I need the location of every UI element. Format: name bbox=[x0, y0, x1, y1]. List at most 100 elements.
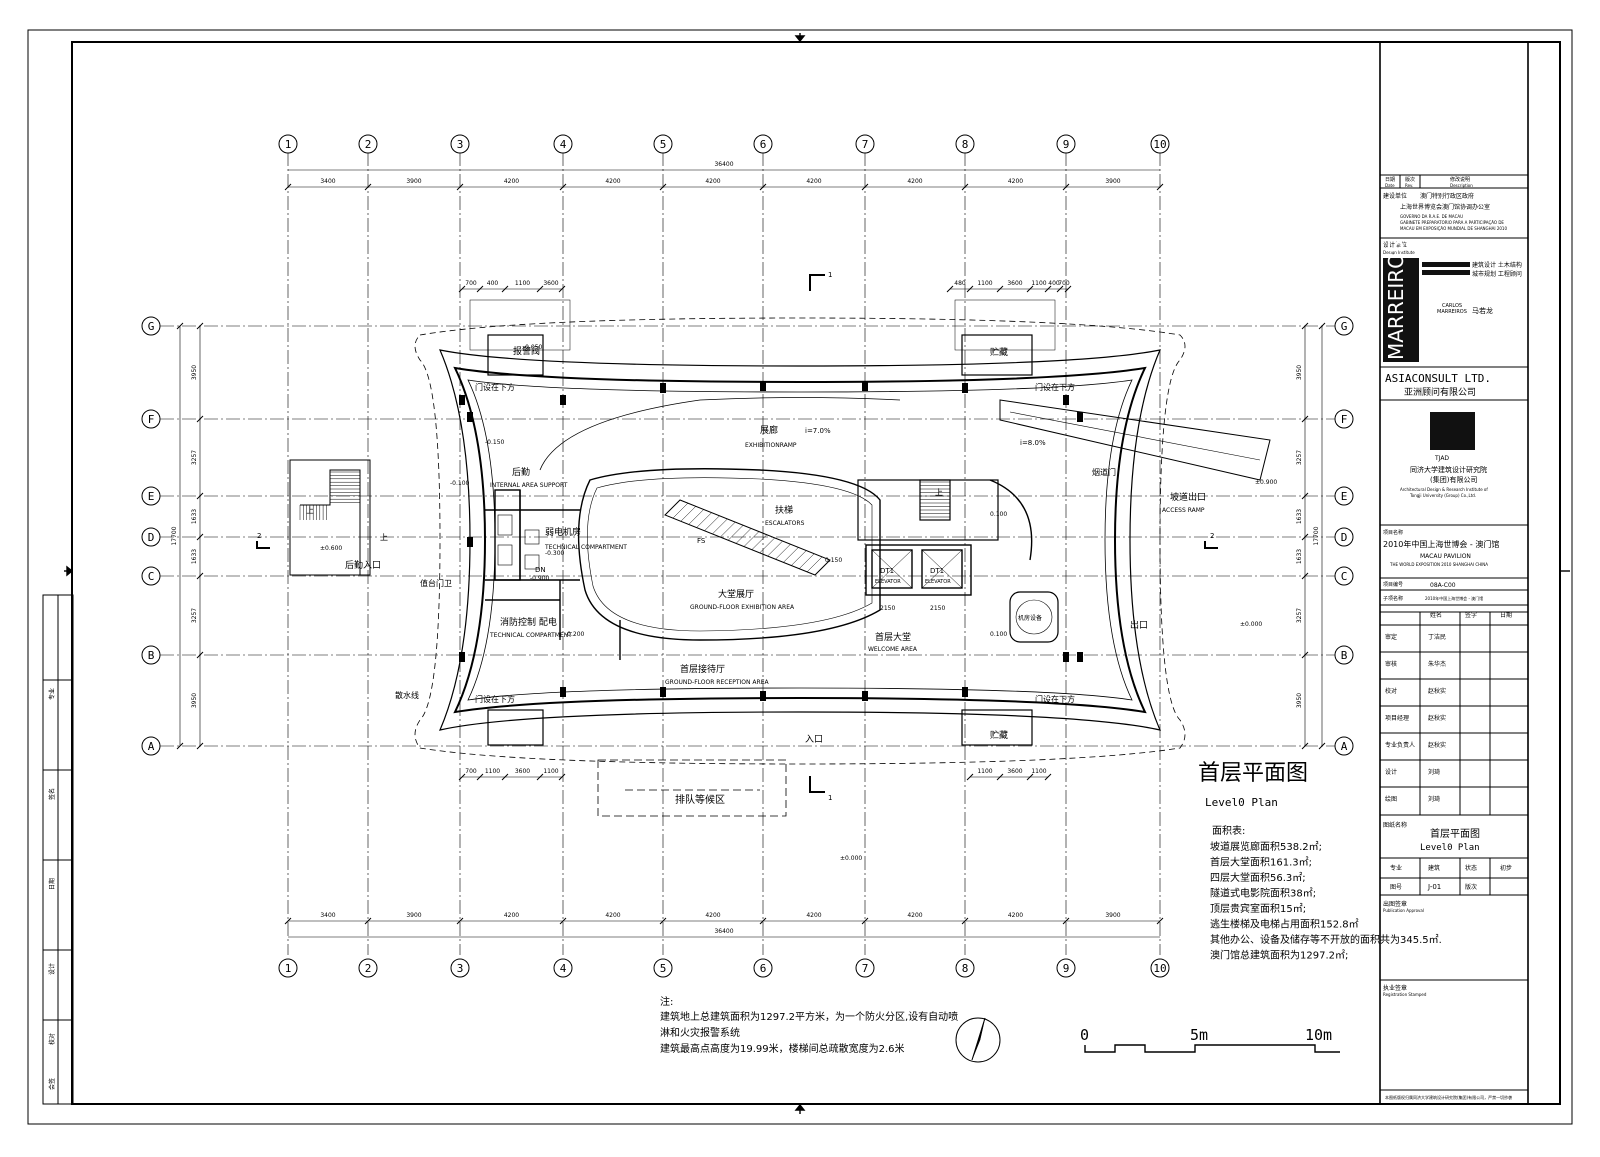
ramp-exit-centre bbox=[1009, 411, 1261, 461]
label-reception-en: GROUND-FLOOR RECEPTION AREA bbox=[665, 679, 769, 686]
dim-label: 1633 bbox=[191, 549, 198, 564]
stair-treads bbox=[299, 471, 360, 520]
tb-client-en2: GABINETE PREPARATORIO PARA A PARTICIPAÇÃ… bbox=[1400, 220, 1504, 225]
right-stair-treads bbox=[920, 481, 950, 518]
column bbox=[459, 395, 465, 405]
plan-title-en: Level0 Plan bbox=[1205, 796, 1278, 809]
dim-label: 1100 bbox=[977, 280, 992, 287]
dim-label: 4200 bbox=[605, 178, 620, 185]
tb-asia-cn: 亚洲顾问有限公司 bbox=[1404, 386, 1476, 398]
grid-label-col: 1 bbox=[285, 138, 292, 151]
label-elev-dim2: 2150 bbox=[930, 605, 945, 612]
tb-sub: 2010年中国上海世博会 - 澳门馆 bbox=[1425, 595, 1483, 601]
grid-label-col: 9 bbox=[1063, 138, 1070, 151]
column bbox=[560, 687, 566, 697]
grid-bubble-col bbox=[1056, 134, 1076, 154]
tb-rev-no: 版次 bbox=[1405, 176, 1415, 183]
grid-label-col: 5 bbox=[660, 138, 667, 151]
grid-label-row: A bbox=[148, 740, 155, 753]
dim-label: 4200 bbox=[806, 912, 821, 919]
ramp-curve bbox=[539, 397, 901, 471]
right-stair bbox=[857, 479, 999, 541]
tb-project-label: 项目名称 bbox=[1383, 529, 1403, 536]
label-dt2: DT1 bbox=[930, 567, 944, 575]
grid-bubble-row bbox=[1334, 736, 1354, 756]
building-outline-inner bbox=[467, 379, 1133, 701]
tb-firm: MARREIROS bbox=[1384, 240, 1408, 360]
label-hall-en: GROUND-FLOOR EXHIBITION AREA bbox=[690, 604, 795, 611]
lvl-fire: -0.200 bbox=[565, 631, 585, 638]
label-ramp-slope: i=7.0% bbox=[805, 427, 831, 435]
dim-label: 700 bbox=[1058, 280, 1070, 287]
area-item: 顶层贵宾室面积15㎡; bbox=[1210, 902, 1306, 915]
label-weak-room-en: TECHNICAL COMPARTMENT bbox=[544, 544, 627, 551]
grid-bubble-row bbox=[141, 645, 161, 665]
tb-sign-name: 姓名 bbox=[1430, 611, 1442, 619]
label-ramp: 展廊 bbox=[760, 424, 778, 436]
dim-label: 4200 bbox=[1008, 178, 1023, 185]
machine-room bbox=[1009, 591, 1059, 643]
dim-label: 3257 bbox=[1296, 450, 1303, 465]
grid-bubble-row bbox=[141, 527, 161, 547]
label-back-entrance: 后勤入口 bbox=[345, 559, 381, 571]
dim-label: 17700 bbox=[171, 526, 178, 545]
ramp-exit-path bbox=[999, 399, 1271, 481]
label-fs-dn: DN bbox=[535, 566, 546, 574]
label-fire-control: 消防控制 配电 bbox=[500, 616, 557, 628]
tb-tongji-logo: TJAD bbox=[1434, 455, 1449, 462]
label-door-1: 门设在下方 bbox=[475, 382, 515, 392]
tb-discipline: 建筑 bbox=[1428, 864, 1440, 872]
grid-label-row: D bbox=[1341, 531, 1348, 544]
dim-label: 3900 bbox=[1105, 912, 1120, 919]
tb-marreiros: MARREIROS bbox=[1437, 309, 1467, 315]
dim-label: 400 bbox=[487, 280, 499, 287]
tb-drawing-title-label: 图纸名称 bbox=[1383, 821, 1407, 829]
tb-tongji2: (集团)有限公司 bbox=[1430, 475, 1477, 484]
notes-title: 注: bbox=[660, 995, 673, 1008]
tb-role-name: 赵秋实 bbox=[1428, 687, 1446, 695]
strip-label: 签名 bbox=[48, 788, 56, 800]
lvl-stair: ±0.600 bbox=[320, 545, 342, 552]
grid-label-row: C bbox=[1341, 570, 1348, 583]
grid-bubble-col bbox=[955, 134, 975, 154]
column bbox=[1077, 652, 1083, 662]
dim-label: 3900 bbox=[406, 912, 421, 919]
dim-label: 3600 bbox=[515, 768, 530, 775]
tb-sign-signature: 签字 bbox=[1465, 611, 1477, 619]
lvl-ramp-exit: ±0.900 bbox=[1255, 479, 1277, 486]
column bbox=[1077, 412, 1083, 422]
dim-label: 3950 bbox=[1296, 693, 1303, 708]
area-item: 其他办公、设备及储存等不开放的面积共为345.5㎡. bbox=[1210, 933, 1442, 946]
dim-label: 4200 bbox=[806, 178, 821, 185]
strip-label: 校对 bbox=[48, 1033, 56, 1045]
centering-marks bbox=[64, 33, 1570, 1114]
elevators bbox=[865, 544, 972, 596]
tb-discipline-label: 专业 bbox=[1390, 864, 1402, 872]
north-arrow bbox=[955, 1017, 1001, 1063]
area-list: 坡道展览廊面积538.2㎡;首层大堂面积161.3㎡;四层大堂面积56.3㎡;隧… bbox=[1210, 840, 1442, 962]
dim-label: 1100 bbox=[543, 768, 558, 775]
title-block bbox=[1379, 41, 1529, 1105]
exhibition-oval bbox=[577, 468, 881, 641]
label-dt1-en: ELEVATOR bbox=[875, 579, 901, 585]
label-reception: 首层接待厅 bbox=[680, 663, 725, 675]
grid-bubble-col bbox=[553, 134, 573, 154]
tb-drawing-title-en: Level0 Plan bbox=[1420, 843, 1480, 853]
label-queue: 排队等候区 bbox=[675, 793, 725, 806]
column bbox=[459, 652, 465, 662]
grid-label-row: C bbox=[148, 570, 155, 583]
lvl-lobby: 0.100 bbox=[990, 631, 1007, 638]
grid-label-col: 7 bbox=[862, 138, 869, 151]
grid-bubble-row bbox=[1334, 527, 1354, 547]
grid-bubble-row bbox=[1334, 566, 1354, 586]
level-marks: -0.050 -0.150 -0.100 -0.300 -0.900 -0.20… bbox=[320, 344, 1277, 862]
tb-drawing-title: 首层平面图 bbox=[1430, 827, 1480, 840]
label-backstage: 后勤 bbox=[512, 466, 530, 478]
grid-label-row: F bbox=[1341, 413, 1348, 426]
dim-label: 4200 bbox=[504, 912, 519, 919]
tb-client-en1: GOVERNO DA R.A.E. DE MACAU bbox=[1400, 214, 1463, 219]
dim-label: 3257 bbox=[1296, 608, 1303, 623]
strip-label: 设计 bbox=[48, 963, 56, 975]
dim-total: 36400 bbox=[714, 161, 733, 168]
grid-bubble-col bbox=[955, 958, 975, 978]
